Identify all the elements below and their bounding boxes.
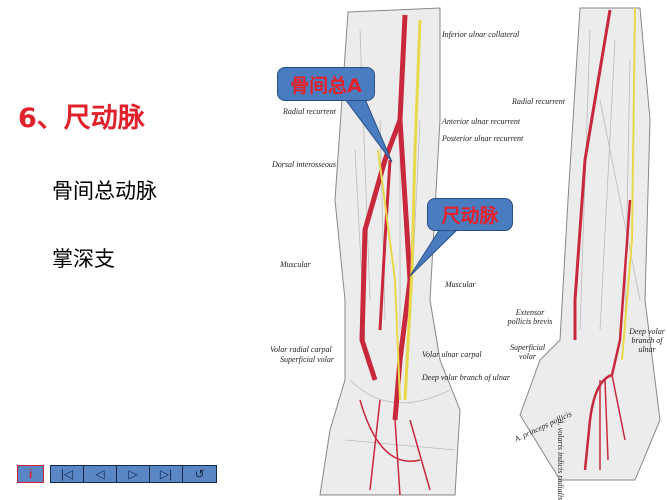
label: Radial recurrent (512, 97, 565, 106)
bullet-item: 掌深支 (52, 247, 115, 271)
label: Radial recurrent (283, 107, 336, 116)
label: Inferior ulnar collateral (442, 30, 520, 39)
slide-title: 6、尺动脉 (18, 103, 145, 134)
info-button[interactable]: i (17, 465, 44, 483)
label: Posterior ulnar recurrent (442, 134, 524, 143)
return-button[interactable]: ↺ (182, 465, 217, 483)
callout-interosseous: 骨间总A (277, 67, 375, 101)
callout-ulnar-artery: 尺动脉 (427, 198, 513, 231)
label: Volar ulnar carpal (422, 350, 482, 359)
first-slide-button[interactable]: |◁ (50, 465, 84, 483)
previous-slide-icon: ◁ (95, 467, 105, 481)
label: Deep volar branch of ulnar (422, 373, 510, 382)
last-slide-icon: ▷| (159, 467, 173, 481)
next-slide-icon: ▷ (128, 467, 138, 481)
label: Deep volar branch of ulnar (629, 327, 665, 354)
label: Muscular (280, 260, 311, 269)
previous-slide-button[interactable]: ◁ (83, 465, 117, 483)
label: A. volaris indicis radialis (556, 418, 566, 500)
return-icon: ↺ (194, 467, 205, 481)
bullet-item: 骨间总动脉 (52, 179, 157, 203)
label: Superficial volar (509, 343, 546, 361)
label: Muscular (445, 280, 476, 289)
label: Volar radial carpal (270, 345, 332, 354)
next-slide-button[interactable]: ▷ (116, 465, 150, 483)
label: Dorsal interosseous (272, 160, 336, 169)
label: Anterior ulnar recurrent (442, 117, 521, 126)
label: Extensor pollicis brevis (507, 308, 553, 326)
first-slide-icon: |◁ (60, 467, 74, 481)
info-icon: i (28, 467, 33, 481)
label: Superficial volar (280, 355, 334, 364)
last-slide-button[interactable]: ▷| (149, 465, 183, 483)
